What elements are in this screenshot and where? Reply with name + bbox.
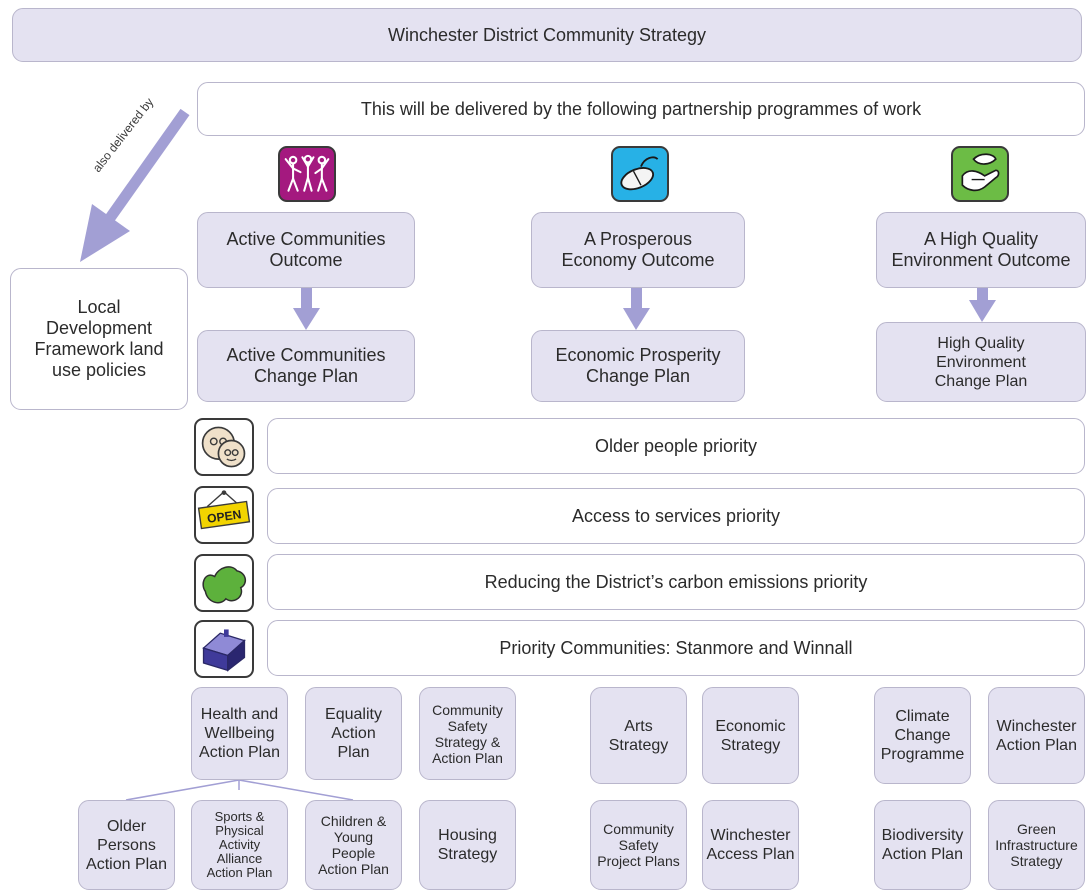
- older-people-faces-icon: [194, 418, 254, 476]
- open-sign-icon: OPEN: [194, 486, 254, 544]
- outcome-arrow-economy: [623, 288, 650, 330]
- outcome-arrow-environment: [969, 288, 996, 322]
- priority-older-people: Older people priority: [267, 418, 1085, 474]
- prosperous-economy-outcome: A Prosperous Economy Outcome: [531, 212, 745, 288]
- health-plan-connectors: [125, 779, 354, 801]
- economic-strategy: Economic Strategy: [702, 687, 799, 784]
- arts-strategy: Arts Strategy: [590, 687, 687, 784]
- open-sign-text: OPEN: [206, 507, 242, 526]
- health-wellbeing-plan: Health and Wellbeing Action Plan: [191, 687, 288, 780]
- biodiversity-action-plan: Biodiversity Action Plan: [874, 800, 971, 890]
- housing-strategy: Housing Strategy: [419, 800, 516, 890]
- also-delivered-arrow: [80, 108, 190, 262]
- priority-access-to-services: Access to services priority: [267, 488, 1085, 544]
- green-infrastructure-strategy: Green Infrastructure Strategy: [988, 800, 1085, 890]
- high-quality-environment-change-plan: High Quality Environment Change Plan: [876, 322, 1086, 402]
- community-safety-project-plans: Community Safety Project Plans: [590, 800, 687, 890]
- community-safety-strategy: Community Safety Strategy & Action Plan: [419, 687, 516, 780]
- older-persons-action-plan: Older Persons Action Plan: [78, 800, 175, 890]
- equality-action-plan: Equality Action Plan: [305, 687, 402, 780]
- delivery-note: This will be delivered by the following …: [197, 82, 1085, 136]
- children-young-people-plan: Children & Young People Action Plan: [305, 800, 402, 890]
- priority-communities: Priority Communities: Stanmore and Winna…: [267, 620, 1085, 676]
- winchester-access-plan: Winchester Access Plan: [702, 800, 799, 890]
- also-delivered-label: also delivered by: [89, 95, 157, 175]
- high-quality-environment-outcome: A High Quality Environment Outcome: [876, 212, 1086, 288]
- active-communities-change-plan: Active Communities Change Plan: [197, 330, 415, 402]
- strategy-title: Winchester District Community Strategy: [12, 8, 1082, 62]
- winchester-action-plan: Winchester Action Plan: [988, 687, 1085, 784]
- leaf-hand-icon: [951, 146, 1009, 202]
- green-footprint-icon: [194, 554, 254, 612]
- active-people-icon: [278, 146, 336, 202]
- economic-prosperity-change-plan: Economic Prosperity Change Plan: [531, 330, 745, 402]
- priority-carbon-emissions: Reducing the District’s carbon emissions…: [267, 554, 1085, 610]
- active-communities-outcome: Active Communities Outcome: [197, 212, 415, 288]
- house-icon: [194, 620, 254, 678]
- sports-activity-alliance-plan: Sports & Physical Activity Alliance Acti…: [191, 800, 288, 890]
- climate-change-programme: Climate Change Programme: [874, 687, 971, 784]
- ldf-box: Local Development Framework land use pol…: [10, 268, 188, 410]
- computer-mouse-icon: [611, 146, 669, 202]
- outcome-arrow-active: [293, 288, 320, 330]
